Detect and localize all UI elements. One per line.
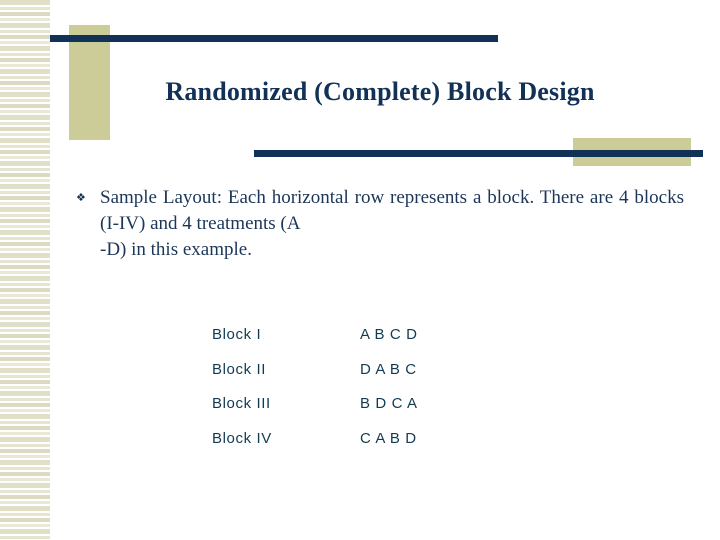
block-label-cell: Block I xyxy=(212,326,262,343)
navy-horizontal-rule-middle xyxy=(254,150,703,157)
diamond-bullet-icon: ❖ xyxy=(76,191,86,204)
table-row: Block IV C A B D xyxy=(212,422,418,457)
bullet-paragraph-text: Sample Layout: Each horizontal row repre… xyxy=(100,185,684,263)
treatment-sequence-cell: D A B C xyxy=(360,360,417,378)
block-label-cell: Block III xyxy=(212,395,271,412)
table-row: Block II D A B C xyxy=(212,353,418,388)
bullet-text-main: Sample Layout: Each horizontal row repre… xyxy=(100,187,684,234)
block-label-cell: Block IV xyxy=(212,429,272,447)
striped-sidebar-decoration xyxy=(0,0,50,540)
khaki-vertical-accent-bar xyxy=(69,25,110,140)
table-row: Block III B D C A xyxy=(212,387,418,422)
treatment-sequence-cell: C A B D xyxy=(360,429,417,447)
sample-layout-table: Block I A B C D Block II D A B C Block I… xyxy=(212,318,418,456)
bullet-paragraph: ❖ Sample Layout: Each horizontal row rep… xyxy=(76,185,684,263)
sample-layout-table-body: Block I A B C D Block II D A B C Block I… xyxy=(212,318,418,456)
block-label-cell: Block II xyxy=(212,360,266,378)
slide-title: Randomized (Complete) Block Design xyxy=(165,77,595,106)
treatment-sequence-cell: B D C A xyxy=(360,395,418,412)
table-row: Block I A B C D xyxy=(212,318,418,353)
bullet-text-last-line: -D) in this example. xyxy=(100,239,252,260)
treatment-sequence-cell: A B C D xyxy=(360,326,418,343)
navy-horizontal-rule-top xyxy=(50,35,498,42)
